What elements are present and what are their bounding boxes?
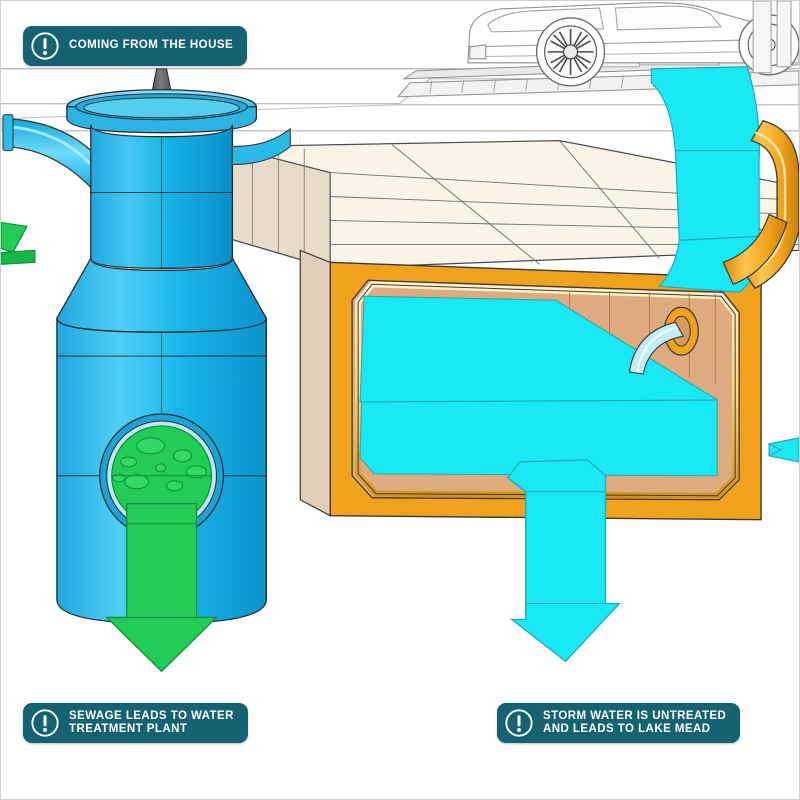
callout-label: COMING FROM THE HOUSE [69, 39, 234, 52]
storm-vault [299, 249, 762, 521]
manhole-outlet-pipe [231, 127, 291, 166]
right-small-arrow [768, 437, 799, 463]
exclamation-circle-icon [31, 32, 59, 60]
sewage-outflow-arrow [105, 503, 219, 673]
exclamation-circle-icon [505, 709, 533, 737]
street-posts [752, 1, 792, 74]
vault-inlet-spout [628, 306, 699, 375]
right-orange-pipe [722, 119, 799, 290]
storm-outflow-arrow [506, 459, 621, 663]
exclamation-circle-icon [31, 709, 59, 737]
vault-lid-concrete [227, 140, 799, 270]
sewage-pool [111, 425, 213, 527]
callout-coming-from-house[interactable]: COMING FROM THE HOUSE [23, 26, 248, 66]
callout-sewage-to-treatment[interactable]: SEWAGE LEADS TO WATER TREATMENT PLANT [23, 703, 248, 743]
sewer-manhole [56, 68, 267, 673]
left-green-arrow [1, 221, 36, 265]
callout-label: SEWAGE LEADS TO WATER TREATMENT PLANT [69, 709, 234, 736]
callout-label: STORM WATER IS UNTREATED AND LEADS TO LA… [543, 709, 727, 736]
callout-storm-water-untreated[interactable]: STORM WATER IS UNTREATED AND LEADS TO LA… [497, 703, 741, 743]
